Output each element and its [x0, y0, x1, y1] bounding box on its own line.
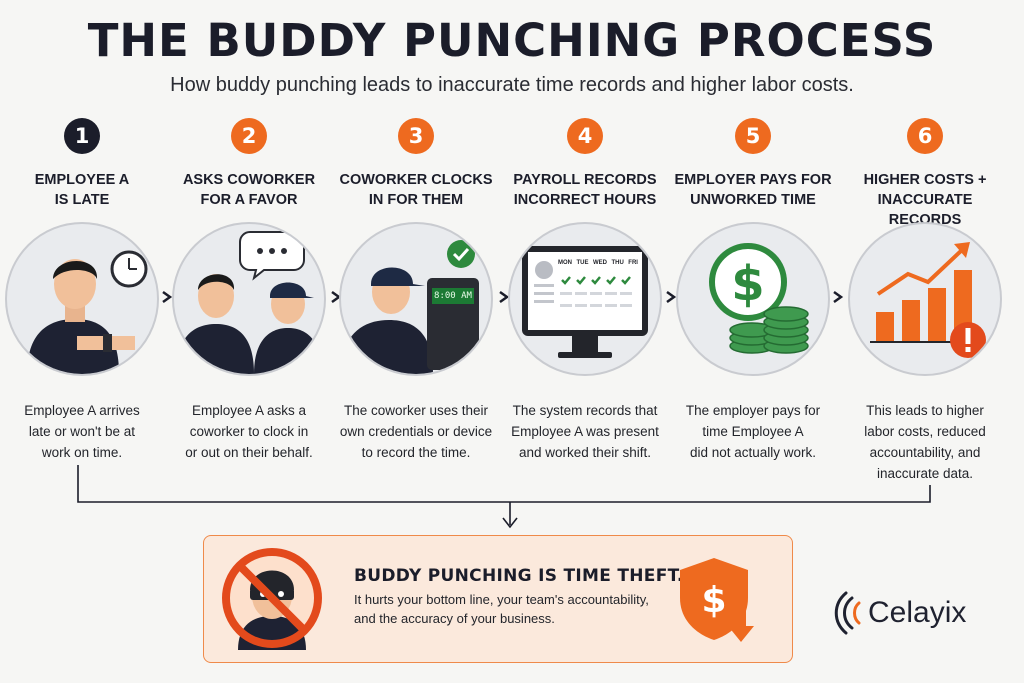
- step-number: 1: [64, 118, 100, 154]
- banner-text: It hurts your bottom line, your team's a…: [354, 592, 649, 626]
- step-2: 2 ASKS COWORKER FOR A FAVOR Employee A a…: [167, 118, 331, 460]
- chevron-right-icon: [499, 290, 510, 304]
- dollar-coins-icon: $: [676, 222, 830, 376]
- two-employees-icon: [172, 222, 326, 376]
- banner-title: BUDDY PUNCHING IS TIME THEFT.: [354, 566, 684, 586]
- step-description: The system records that Employee A was p…: [511, 403, 659, 460]
- page-subtitle: How buddy punching leads to inaccurate t…: [170, 74, 854, 96]
- no-thief-icon: [222, 548, 322, 650]
- dollar-shield-icon: $: [680, 558, 754, 642]
- step-description: Employee A arrives late or won't be at w…: [24, 403, 140, 460]
- chevron-right-icon: [833, 290, 844, 304]
- step-label: ASKS COWORKER FOR A FAVOR: [182, 172, 316, 208]
- chevron-right-icon: [162, 290, 173, 304]
- step-description: The employer pays for time Employee A di…: [685, 403, 821, 460]
- celayix-logo-icon: [834, 591, 861, 635]
- rising-chart-warning-icon: [848, 222, 1002, 376]
- clock-display: 8:00 AM: [432, 288, 474, 304]
- step-label: EMPLOYER PAYS FOR UNWORKED TIME: [674, 172, 832, 208]
- step-number: 4: [567, 118, 603, 154]
- step-4: 4 PAYROLL RECORDS INCORRECT HOURS MON TU…: [503, 118, 667, 460]
- step-label: EMPLOYEE A IS LATE: [34, 172, 130, 208]
- svg-text:$: $: [731, 256, 764, 312]
- step-number: 2: [231, 118, 267, 154]
- late-employee-icon: [5, 222, 159, 376]
- step-label: HIGHER COSTS + INACCURATE RECORDS: [863, 172, 987, 228]
- step-3: 3 COWORKER CLOCKS IN FOR THEM 8:00 AM Th…: [334, 118, 498, 460]
- step-6: 6 HIGHER COSTS + INACCURATE RECORDS This…: [843, 118, 1007, 481]
- step-description: The coworker uses their own credentials …: [339, 403, 493, 460]
- step-5: 5 EMPLOYER PAYS FOR UNWORKED TIME $ The …: [671, 118, 835, 460]
- time-clock-icon: 8:00 AM: [339, 222, 493, 376]
- step-label: COWORKER CLOCKS IN FOR THEM: [339, 172, 493, 208]
- step-description: This leads to higher labor costs, reduce…: [864, 403, 986, 481]
- payroll-day-headers: MON TUE WED THU FRI: [558, 260, 638, 266]
- brand-name: Celayix: [868, 596, 967, 629]
- step-number: 5: [735, 118, 771, 154]
- payroll-monitor-icon: MON TUE WED THU FRI: [508, 222, 662, 376]
- step-1: 1 EMPLOYEE A IS LATE Employee A arrives …: [0, 118, 164, 460]
- chevron-right-icon: [666, 290, 677, 304]
- svg-text:$: $: [701, 580, 726, 621]
- step-label: PAYROLL RECORDS INCORRECT HOURS: [513, 172, 657, 208]
- step-description: Employee A asks a coworker to clock in o…: [185, 403, 313, 460]
- page-title: THE BUDDY PUNCHING PROCESS: [87, 14, 937, 67]
- time-theft-banner: BUDDY PUNCHING IS TIME THEFT. It hurts y…: [203, 535, 793, 663]
- step-number: 3: [398, 118, 434, 154]
- step-number: 6: [907, 118, 943, 154]
